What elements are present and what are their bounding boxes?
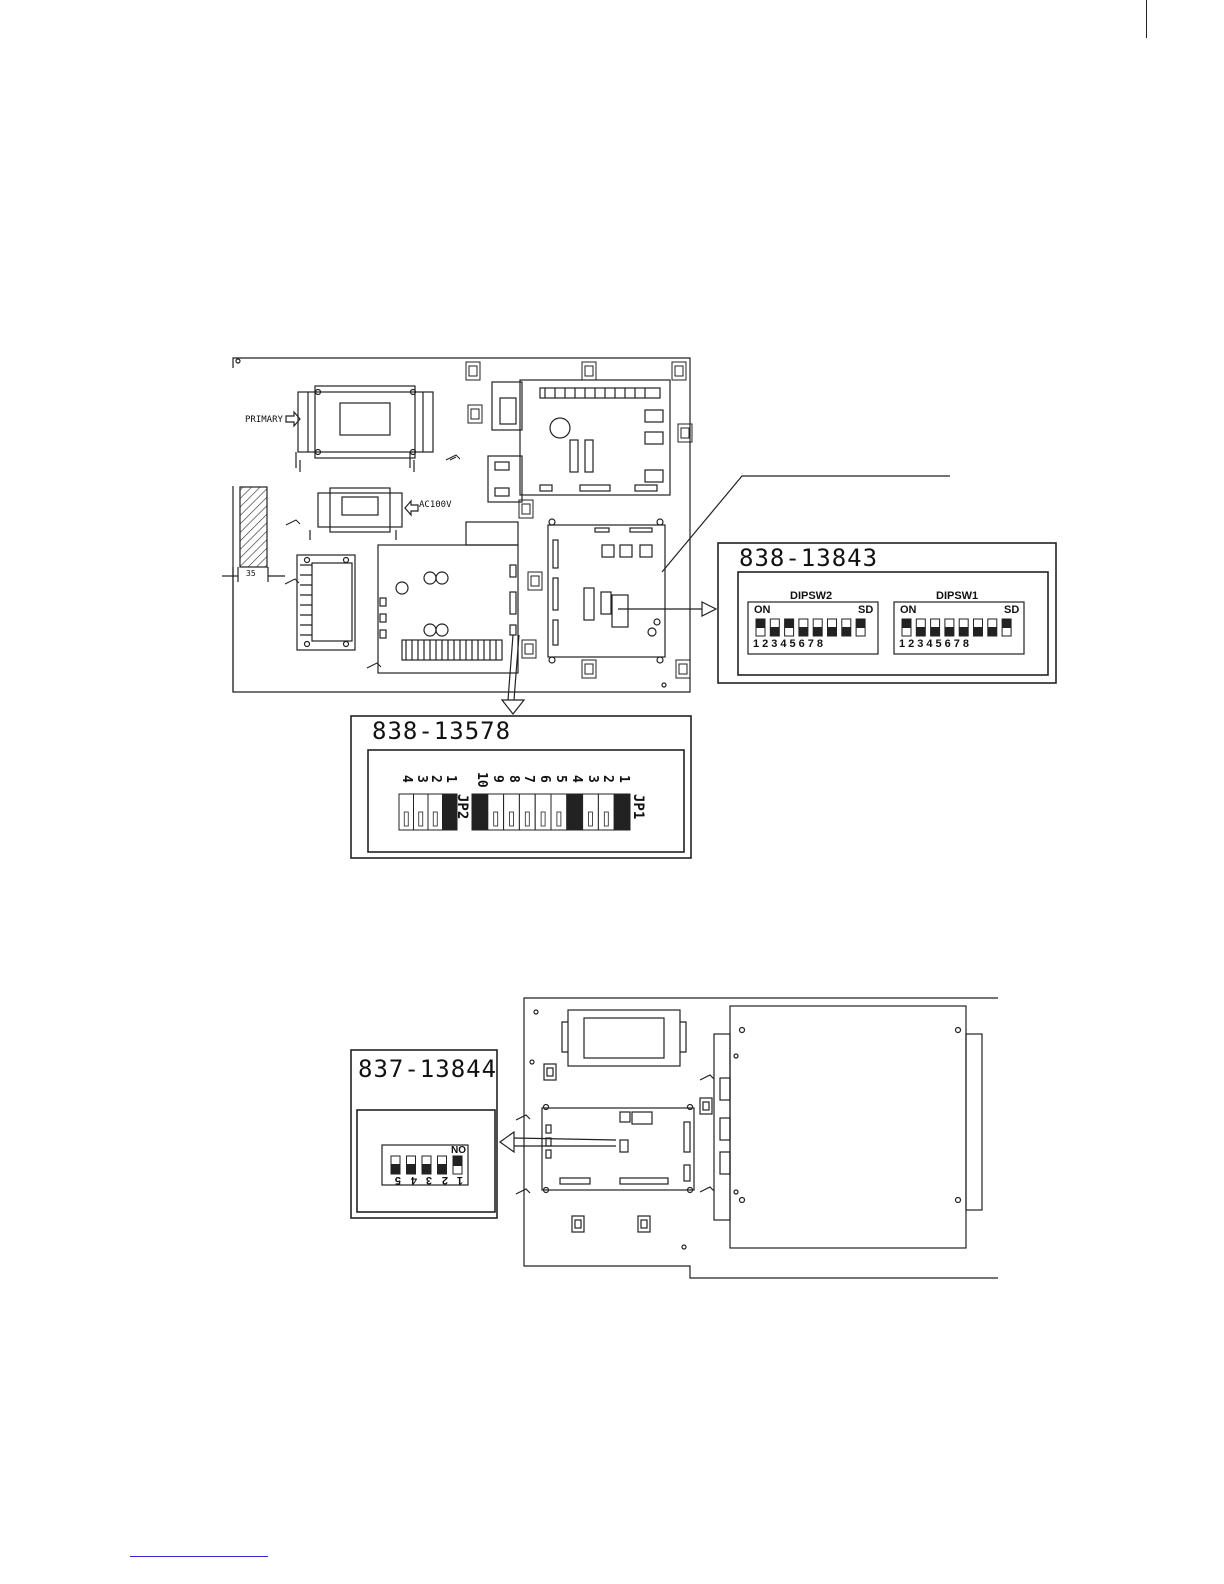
jp1-pin-label-1: 1 <box>616 775 631 783</box>
jp1-pins-pin-4 <box>567 794 583 830</box>
sw5-number-1: 1 <box>457 1174 463 1186</box>
sw5-switch-3-knob <box>422 1164 431 1174</box>
box-838-13843-title: 838-13843 <box>739 544 878 572</box>
box-838-13578-title: 838-13578 <box>372 717 511 745</box>
dip-switch-4-knob <box>945 627 954 636</box>
sw5-switch-2-knob <box>438 1164 447 1174</box>
dip-switch-6-knob <box>828 627 837 636</box>
leader-arrow-837-13844 <box>500 1132 616 1152</box>
jp2-jumper-block <box>399 794 457 830</box>
power-supply-board <box>378 522 518 673</box>
jp1-pin-label-9: 9 <box>490 775 505 783</box>
footer-link-rule <box>130 1556 268 1557</box>
jp2-label: JP2 <box>454 794 470 819</box>
dip-switch-2-knob <box>770 627 779 636</box>
jp2-pins-pin-4-cap <box>404 812 408 826</box>
dipsw1-switches <box>902 619 1011 636</box>
jp1-pin-label-2: 2 <box>600 775 615 783</box>
standoff-clips <box>285 362 692 678</box>
box-837-13844-title: 837-13844 <box>358 1055 497 1083</box>
dip-switch-5-position <box>391 1156 462 1174</box>
dipsw2-sd-label: SD <box>858 604 873 616</box>
jp1-pin-label-7: 7 <box>521 775 536 783</box>
dip-switch-5-knob <box>959 627 968 636</box>
jp1-pin-label-6: 6 <box>537 775 552 783</box>
jp2-pins-pin-2-cap <box>433 812 437 826</box>
jp1-pin-label-10: 10 <box>474 772 489 788</box>
jp1-pins-pin-1 <box>614 794 630 830</box>
sw5-number-2: 2 <box>441 1174 447 1186</box>
jp1-pin-label-8: 8 <box>506 775 521 783</box>
dip-switch-1-knob <box>902 619 911 628</box>
jp1-pins-pin-6-cap <box>541 812 545 826</box>
heatsink-module <box>297 555 355 650</box>
sw5-number-4: 4 <box>410 1174 416 1186</box>
jp2-pin-label-1: 1 <box>443 775 458 783</box>
primary-transformer <box>296 386 433 472</box>
jp1-pins-pin-3-cap <box>589 812 593 826</box>
leader-arrow-838-13578 <box>502 635 524 714</box>
dip-switch-8-knob <box>856 619 865 628</box>
sw5-number-5: 5 <box>395 1174 401 1186</box>
sw5-on-label: ON <box>451 1143 466 1154</box>
jp1-pins-pin-8-cap <box>510 812 514 826</box>
jp1-jumper-block <box>472 794 630 830</box>
jp1-pins-pin-7-cap <box>525 812 529 826</box>
dip-switch-8-knob <box>1002 619 1011 628</box>
jp2-pin-label-3: 3 <box>414 775 429 783</box>
dip-switch-3-knob <box>931 627 940 636</box>
jp1-pins-pin-10 <box>472 794 488 830</box>
dipsw1-on-label: ON <box>900 604 917 616</box>
dip-switch-7-knob <box>842 627 851 636</box>
dipsw1-title: DIPSW1 <box>936 590 978 602</box>
lower-board <box>516 998 998 1278</box>
jp2-pin-label-2: 2 <box>428 775 443 783</box>
control-board <box>548 519 665 663</box>
dip-switch-1-knob <box>756 619 765 628</box>
dipsw2-switches <box>756 619 865 636</box>
dip-switch-3-knob <box>785 619 794 628</box>
jp1-pins-pin-5-cap <box>557 812 561 826</box>
dipsw2-numbers: 12345678 <box>753 638 826 650</box>
dipsw1-numbers: 12345678 <box>899 638 972 650</box>
sw5-switch-4-knob <box>407 1164 416 1174</box>
sw5-switch-1-knob <box>453 1156 462 1166</box>
sw5-switch-5-knob <box>391 1164 400 1174</box>
dip-switch-4-knob <box>799 627 808 636</box>
sw5-number-3: 3 <box>426 1174 432 1186</box>
dipsw2-title: DIPSW2 <box>790 590 832 602</box>
dip-switch-5-knob <box>813 627 822 636</box>
primary-label: PRIMARY <box>245 415 283 425</box>
dip-switch-6-knob <box>974 627 983 636</box>
jp1-pin-label-5: 5 <box>553 775 568 783</box>
jp1-label: JP1 <box>630 794 646 819</box>
dip-switch-7-knob <box>988 627 997 636</box>
jp2-pins-pin-3-cap <box>419 812 423 826</box>
jp1-pin-label-3: 3 <box>585 775 600 783</box>
dip-switch-2-knob <box>916 627 925 636</box>
ac100v-transformer <box>310 488 402 540</box>
upper-main-board <box>222 358 692 692</box>
jp2-pin-label-4: 4 <box>399 775 414 783</box>
dipsw2-on-label: ON <box>754 604 771 616</box>
ac100v-label: AC100V <box>419 500 452 510</box>
jp1-pin-label-4: 4 <box>569 775 584 783</box>
dimension-label: 35 <box>246 569 256 578</box>
jp1-pins-pin-2-cap <box>604 812 608 826</box>
jp1-pins-pin-9-cap <box>494 812 498 826</box>
upper-right-board <box>488 380 670 502</box>
dipsw1-sd-label: SD <box>1004 604 1019 616</box>
